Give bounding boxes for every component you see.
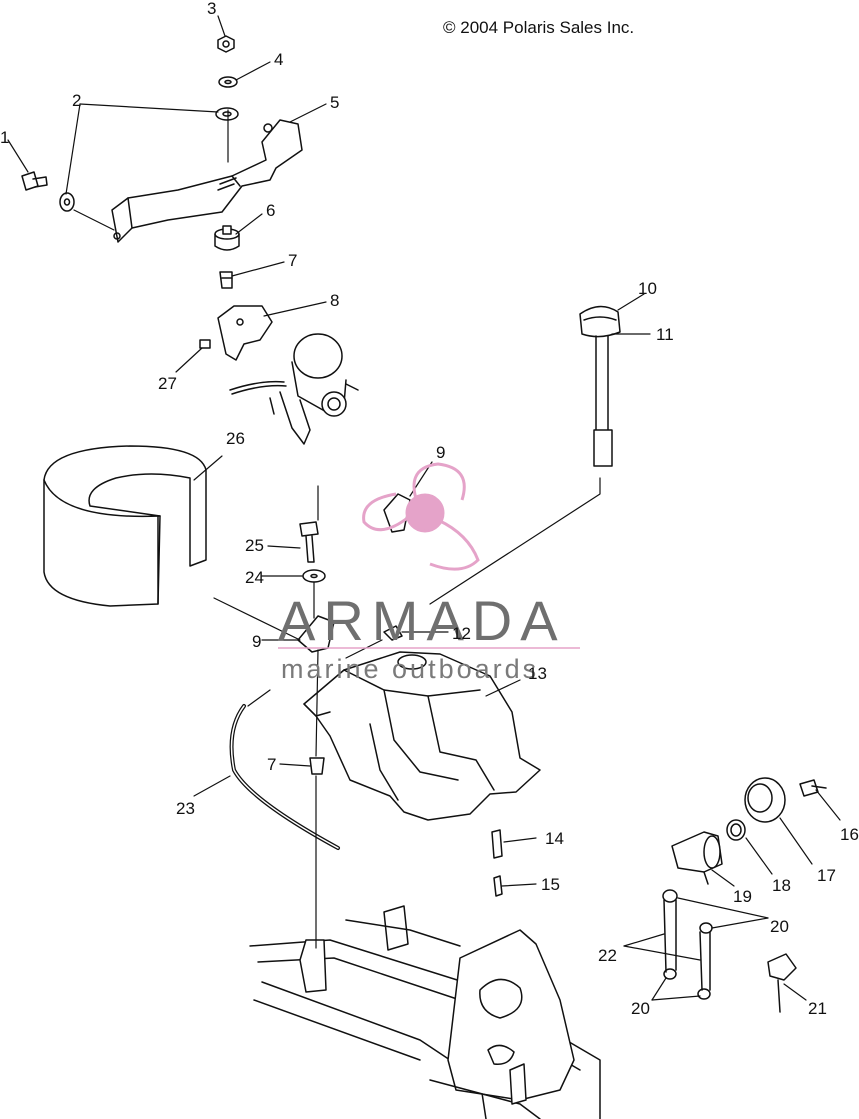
foam-pad-part — [43, 445, 207, 607]
callout-20-lower: 20 — [631, 999, 650, 1018]
callout-26: 26 — [226, 429, 245, 448]
fuel-cap-part — [579, 305, 621, 467]
fuel-pump-part — [671, 831, 723, 885]
watermark-title: ARMADA — [278, 589, 566, 652]
callout-16: 16 — [840, 825, 859, 844]
callout-7-lower: 7 — [267, 755, 277, 774]
bracket-part — [111, 119, 303, 243]
callout-8: 8 — [330, 291, 340, 310]
callout-13: 13 — [528, 664, 547, 683]
nut-part — [217, 35, 235, 53]
callout-9-lower: 9 — [252, 632, 262, 651]
callout-2: 2 — [72, 91, 82, 110]
frame-part — [249, 905, 601, 1119]
callout-1: 1 — [0, 128, 10, 147]
callout-19: 19 — [733, 887, 752, 906]
callout-3: 3 — [207, 0, 217, 18]
bolt-part — [21, 171, 48, 191]
callout-7-upper: 7 — [288, 251, 298, 270]
callout-15: 15 — [541, 875, 560, 894]
rubber-mount-part — [214, 225, 240, 251]
callout-17: 17 — [817, 866, 836, 885]
callout-11: 11 — [656, 325, 674, 344]
callout-6: 6 — [266, 201, 276, 220]
callout-24: 24 — [245, 568, 264, 587]
callout-4: 4 — [274, 50, 284, 69]
callout-5: 5 — [330, 93, 340, 112]
watermark-logo — [362, 462, 480, 571]
callout-23: 23 — [176, 799, 195, 818]
callout-9-upper: 9 — [436, 443, 446, 462]
callout-12: 12 — [452, 624, 471, 643]
washer-part — [215, 107, 239, 121]
lock-washer-part — [218, 76, 238, 88]
callout-18: 18 — [772, 876, 791, 895]
callout-25: 25 — [245, 536, 264, 555]
callout-22: 22 — [598, 946, 617, 965]
callout-20-upper: 20 — [770, 917, 789, 936]
callout-21: 21 — [808, 999, 827, 1018]
callout-14: 14 — [545, 829, 564, 848]
carburetor-part — [217, 305, 359, 445]
watermark-subtitle: marine outboards — [281, 654, 540, 684]
callout-10: 10 — [638, 279, 657, 298]
fuel-tank-part — [303, 651, 541, 821]
copyright-notice: © 2004 Polaris Sales Inc. — [443, 18, 635, 37]
callout-27: 27 — [158, 374, 177, 393]
